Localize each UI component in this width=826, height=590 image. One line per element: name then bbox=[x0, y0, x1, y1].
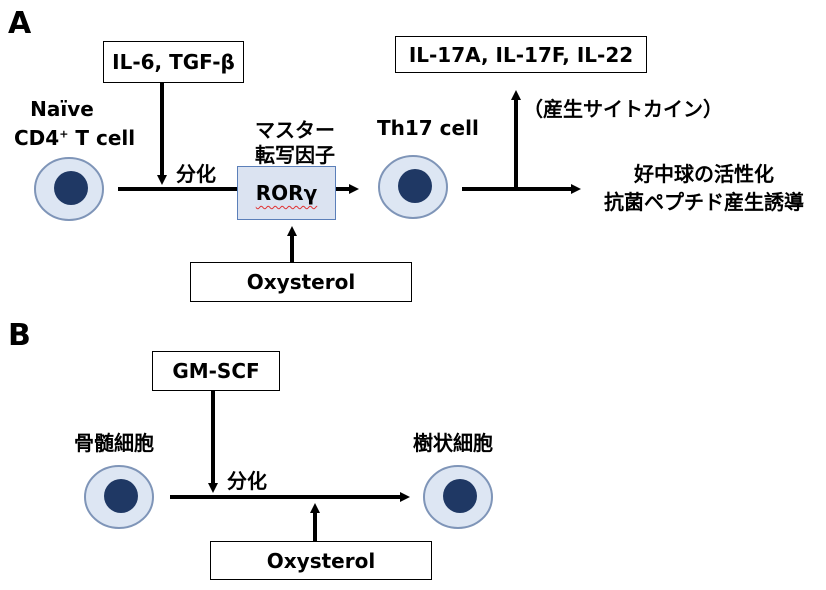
th17-cell bbox=[378, 155, 448, 219]
cd4-text: CD4 bbox=[14, 126, 60, 150]
master-tf-line2: 転写因子 bbox=[255, 143, 335, 167]
naive-cd4-cell bbox=[34, 157, 104, 221]
naive-label-line2: CD4+ T cell bbox=[14, 126, 135, 150]
bone-marrow-cell bbox=[84, 465, 154, 529]
dendritic-cell bbox=[423, 465, 493, 529]
panel-a-letter: A bbox=[8, 6, 32, 41]
effect-line2: 抗菌ペプチド産生誘導 bbox=[604, 190, 804, 214]
naive-label-line1: Naïve bbox=[30, 97, 94, 121]
differentiation-label-a: 分化 bbox=[176, 162, 216, 186]
th17-cell-label: Th17 cell bbox=[377, 116, 479, 140]
t-cell-text: T cell bbox=[68, 126, 136, 150]
produced-cytokines-note: （産生サイトカイン） bbox=[523, 97, 723, 121]
master-tf-line1: マスター bbox=[255, 118, 335, 142]
ror-gamma-box: RORγ bbox=[237, 166, 336, 220]
differentiation-label-b: 分化 bbox=[227, 469, 267, 493]
panel-b-letter: B bbox=[8, 318, 31, 353]
il6-tgfb-box: IL-6, TGF-β bbox=[103, 41, 244, 83]
bone-marrow-cell-label: 骨髄細胞 bbox=[74, 431, 154, 455]
ror-gamma-label: RORγ bbox=[255, 181, 318, 205]
cd4-superscript: + bbox=[59, 127, 69, 141]
effect-line1: 好中球の活性化 bbox=[634, 162, 774, 186]
dendritic-cell-label: 樹状細胞 bbox=[413, 431, 493, 455]
oxysterol-box-b: Oxysterol bbox=[210, 541, 432, 580]
oxysterol-box-a: Oxysterol bbox=[190, 262, 412, 302]
gmcsf-box: GM-SCF bbox=[152, 351, 280, 391]
produced-cytokines-box: IL-17A, IL-17F, IL-22 bbox=[395, 36, 647, 73]
